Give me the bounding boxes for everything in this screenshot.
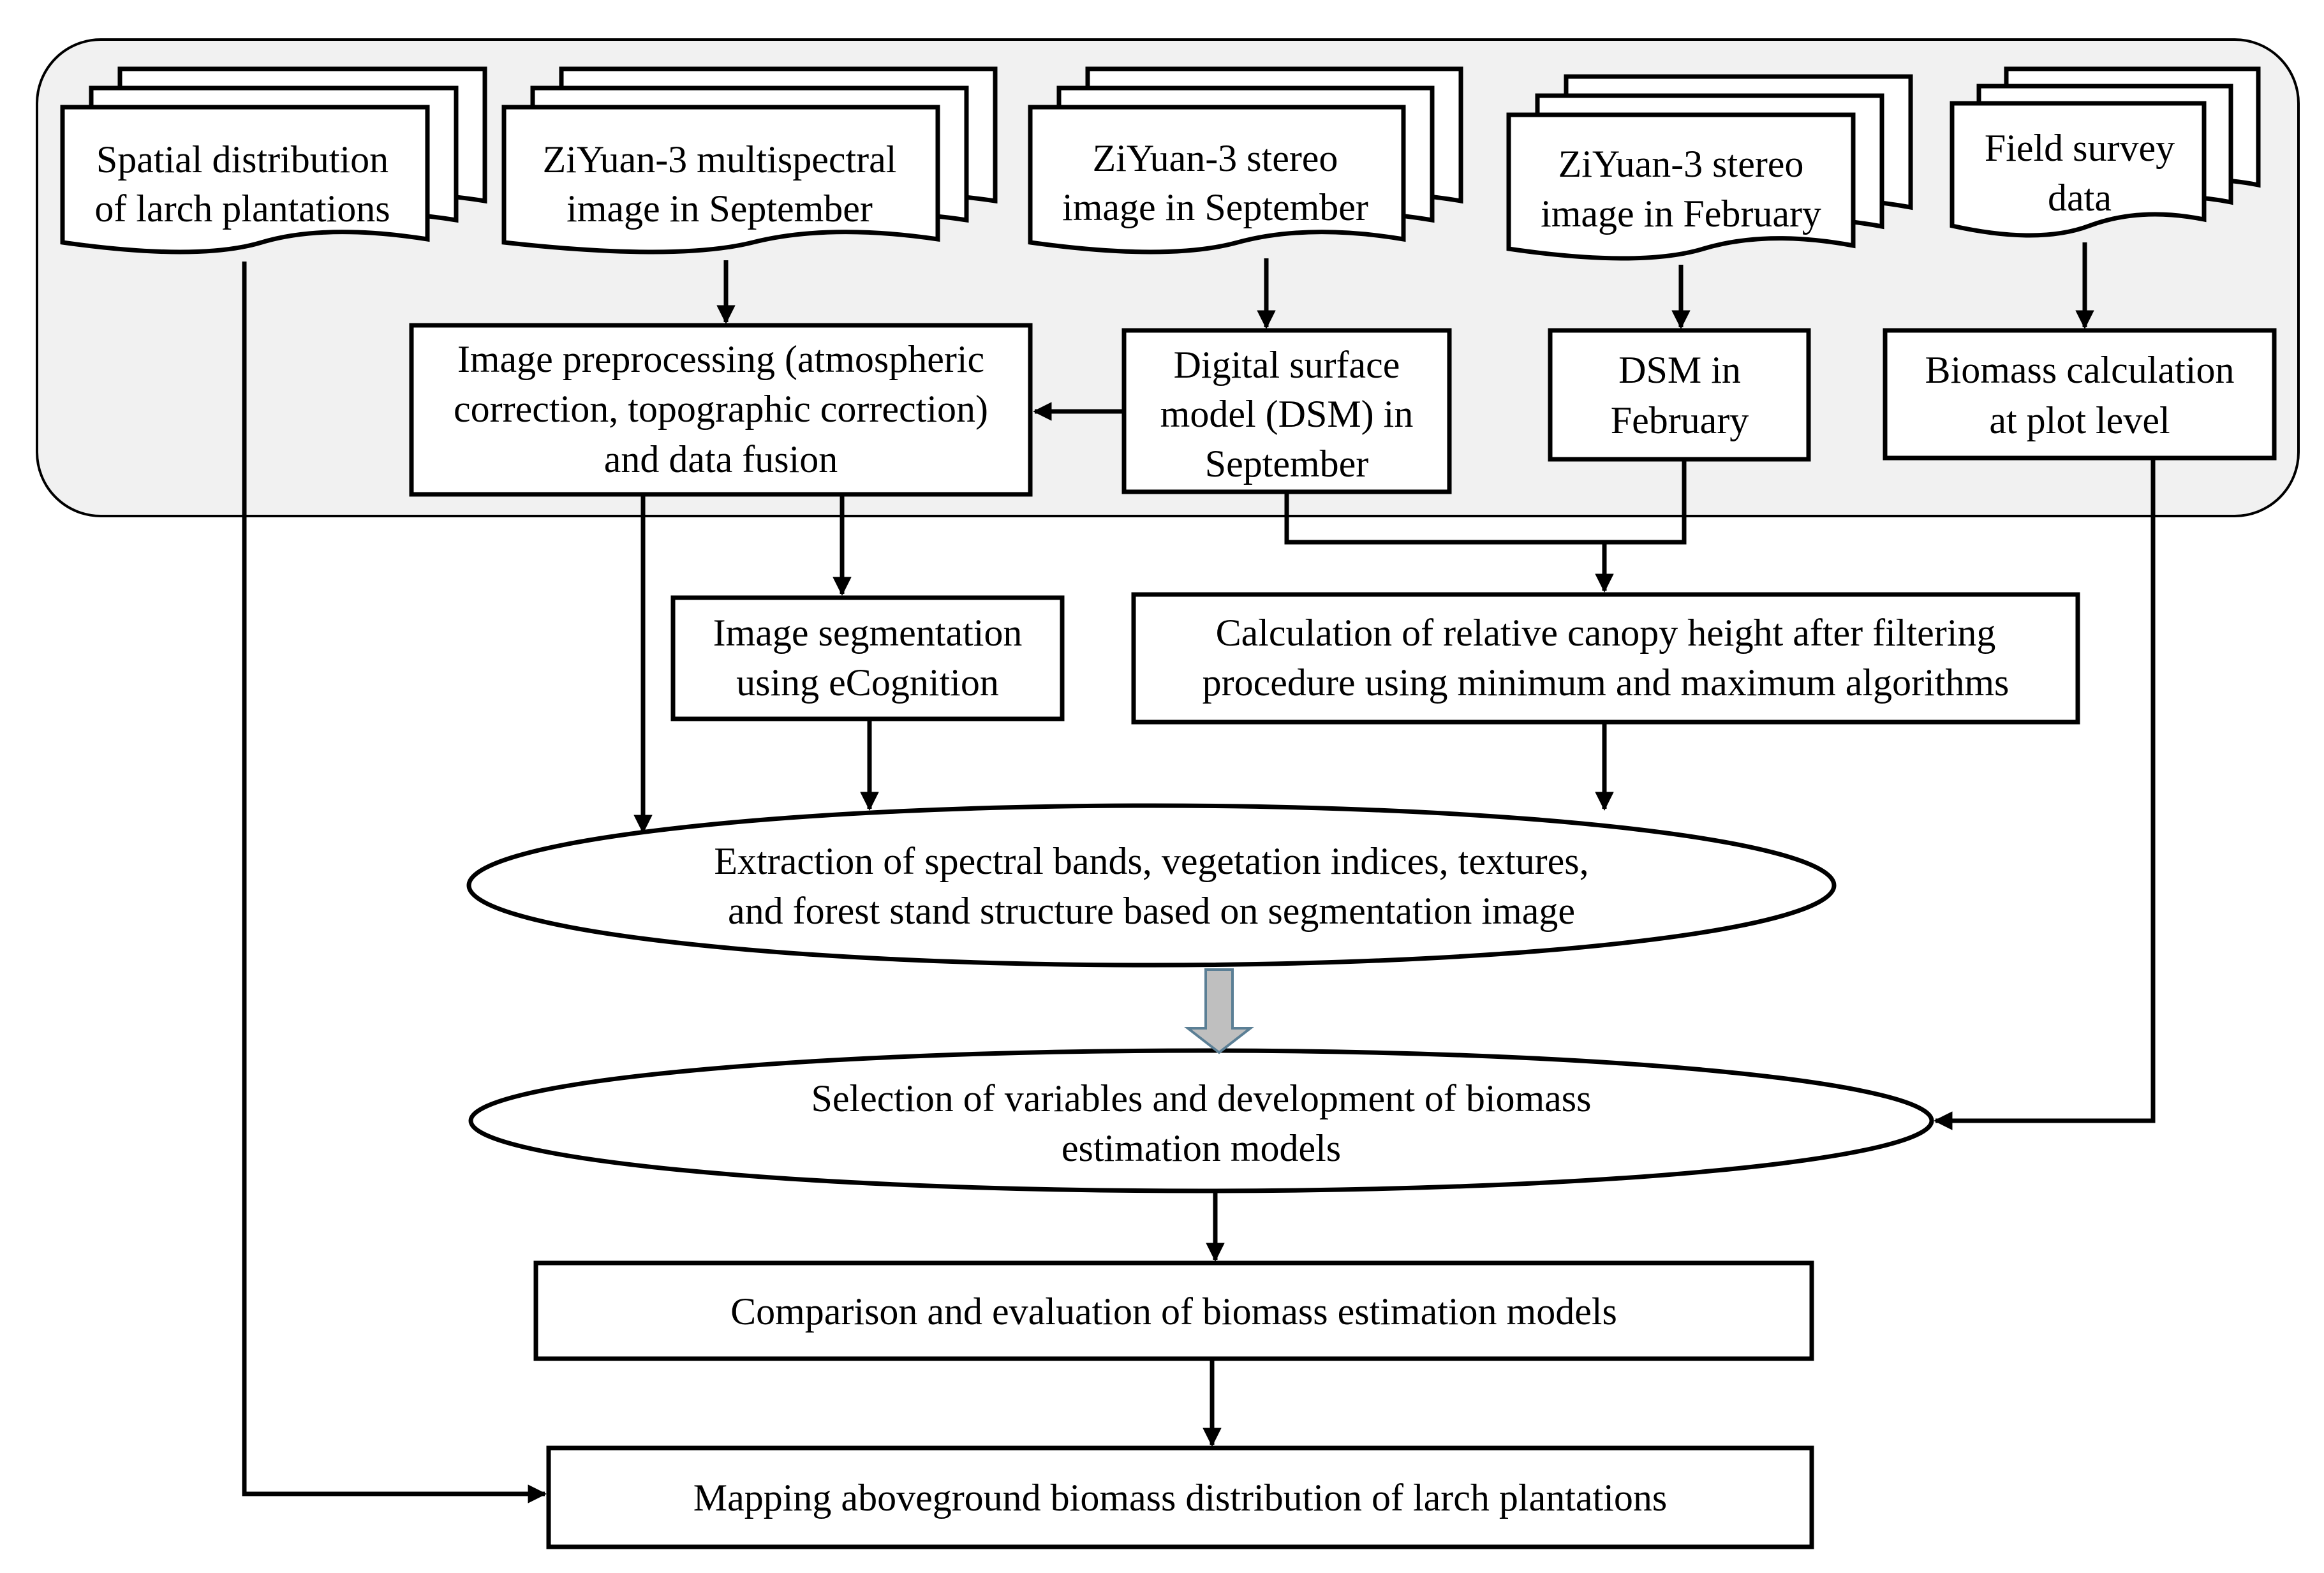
dsm-feb-line-2: February	[1611, 399, 1749, 441]
selection-line-1: Selection of variables and development o…	[811, 1077, 1592, 1119]
segmentation-line-1: Image segmentation	[713, 612, 1023, 654]
comparison-label: Comparison and evaluation of biomass est…	[730, 1290, 1617, 1333]
doc-field-survey: Field survey data	[1950, 66, 2261, 238]
arrow-larch-to-mapping	[242, 262, 547, 1503]
doc-larch-line-1: Spatial distribution	[96, 138, 389, 181]
block-arrow-down	[1184, 968, 1254, 1054]
dsm-sept-line-1: Digital surface	[1174, 344, 1400, 386]
ellipse-extraction: Extraction of spectral bands, vegetation…	[466, 803, 1837, 968]
doc-ms-line-2: image in September	[566, 188, 873, 230]
box-preprocessing: Image preprocessing (atmospheric correct…	[409, 323, 1033, 497]
dsm-sept-line-3: September	[1205, 443, 1369, 485]
doc-larch-distribution: Spatial distribution of larch plantation…	[60, 66, 487, 255]
doc-stereo-sept-line-2: image in September	[1062, 186, 1368, 228]
preprocess-line-1: Image preprocessing (atmospheric	[457, 338, 984, 380]
arrow-dsm-to-canopy	[1284, 492, 1614, 593]
mapping-label: Mapping aboveground biomass distribution…	[693, 1477, 1667, 1519]
box-segmentation: Image segmentation using eCognition	[670, 595, 1065, 721]
box-mapping: Mapping aboveground biomass distribution…	[546, 1445, 1814, 1549]
doc-stereo-sept-line-1: ZiYuan-3 stereo	[1093, 137, 1338, 179]
arrow-biomass-to-selection	[1934, 458, 2156, 1130]
box-comparison: Comparison and evaluation of biomass est…	[533, 1260, 1814, 1361]
line-dsm-feb-to-canopy	[1604, 459, 1687, 545]
doc-stereo-february: ZiYuan-3 stereo image in February	[1506, 74, 1913, 261]
dsm-sept-line-2: model (DSM) in	[1160, 393, 1414, 435]
biomass-plot-line-1: Biomass calculation	[1925, 349, 2235, 391]
segmentation-line-2: using eCognition	[736, 661, 999, 704]
doc-stereo-feb-line-1: ZiYuan-3 stereo	[1558, 143, 1804, 185]
box-canopy-height: Calculation of relative canopy height af…	[1131, 592, 2080, 725]
box-dsm-february: DSM in February	[1548, 328, 1811, 462]
extraction-line-2: and forest stand structure based on segm…	[728, 890, 1575, 932]
selection-line-2: estimation models	[1062, 1127, 1341, 1169]
preprocess-line-3: and data fusion	[604, 438, 838, 480]
doc-stereo-september: ZiYuan-3 stereo image in September	[1028, 66, 1463, 255]
canopy-line-1: Calculation of relative canopy height af…	[1216, 612, 1996, 654]
ellipse-selection: Selection of variables and development o…	[468, 1048, 1934, 1193]
box-biomass-plot: Biomass calculation at plot level	[1883, 328, 2277, 461]
extraction-line-1: Extraction of spectral bands, vegetation…	[714, 840, 1588, 882]
connectors	[242, 242, 2156, 1503]
doc-field-line-2: data	[2048, 177, 2112, 219]
doc-ms-line-1: ZiYuan-3 multispectral	[543, 138, 897, 181]
doc-ms-september: ZiYuan-3 multispectral image in Septembe…	[501, 66, 998, 255]
doc-stereo-feb-line-2: image in February	[1541, 193, 1821, 235]
box-dsm-september: Digital surface model (DSM) in September	[1121, 328, 1452, 494]
doc-larch-line-2: of larch plantations	[94, 188, 390, 230]
preprocess-line-2: correction, topographic correction)	[454, 388, 988, 430]
dsm-feb-line-1: DSM in	[1618, 349, 1741, 391]
biomass-plot-line-2: at plot level	[1989, 399, 2170, 441]
canopy-line-2: procedure using minimum and maximum algo…	[1203, 661, 2009, 704]
doc-field-line-1: Field survey	[1985, 127, 2175, 169]
